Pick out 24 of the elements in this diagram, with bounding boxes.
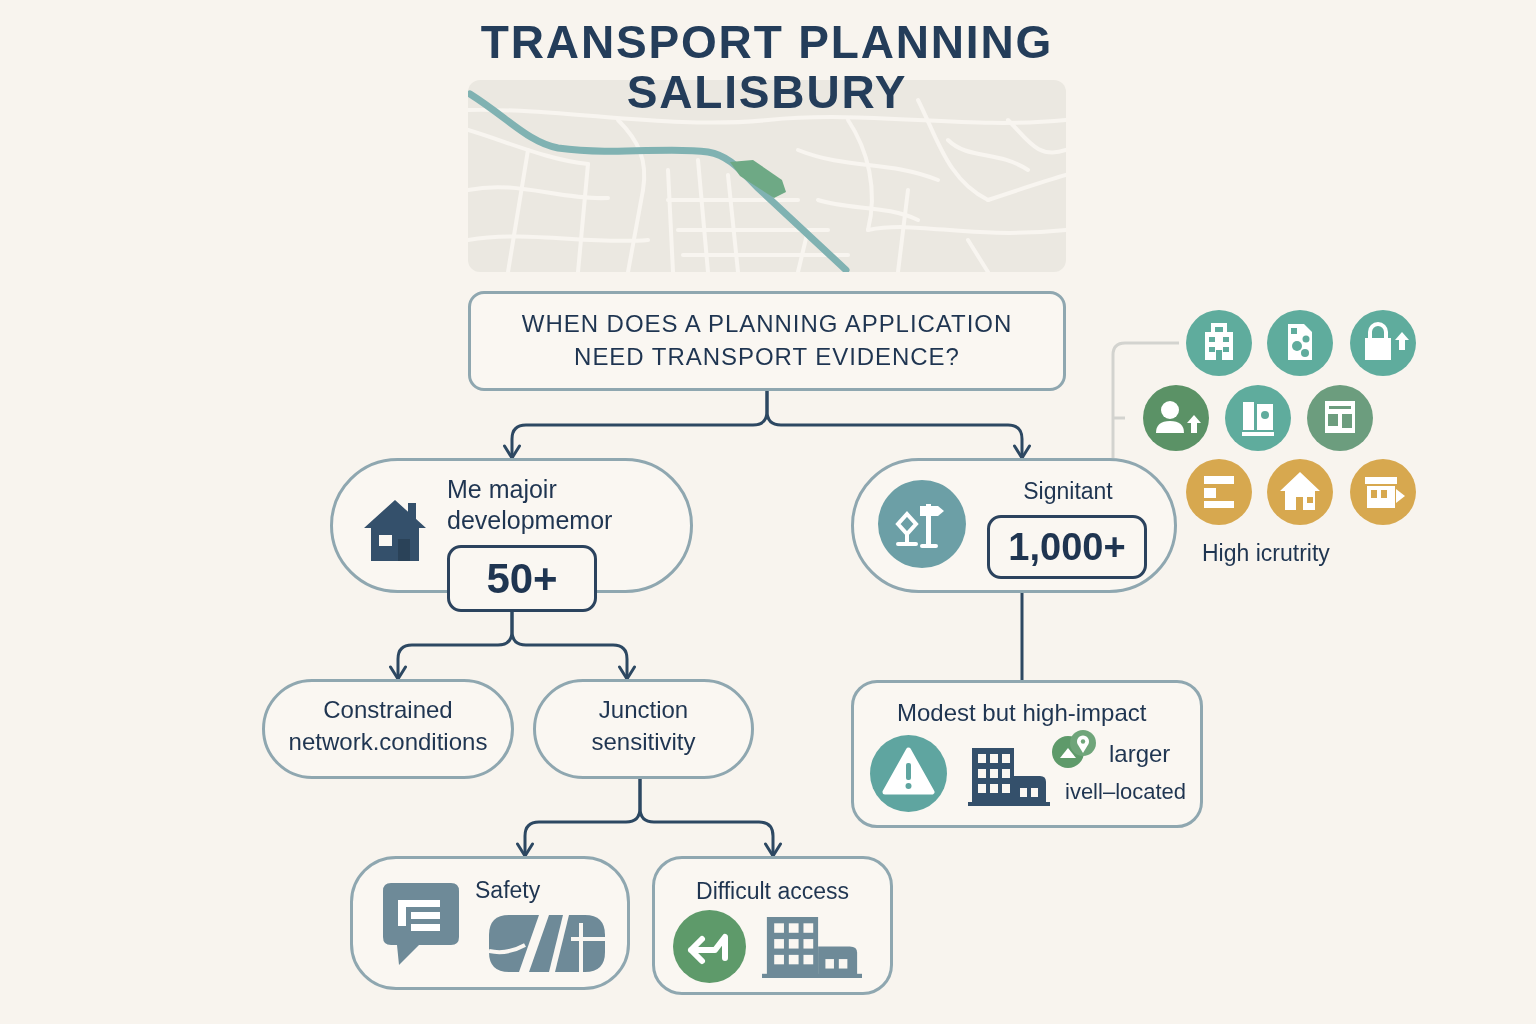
criterion-box — [350, 856, 630, 990]
category-label: Me majoir developmemor — [447, 474, 614, 536]
arrow — [638, 777, 782, 858]
note-text: larger — [1109, 739, 1171, 769]
criterion-label: Difficult access — [695, 877, 850, 906]
category-label: Signitant — [1022, 477, 1114, 505]
threshold-box — [447, 545, 597, 612]
title: TRANSPORT PLANNING SALISBURY — [479, 17, 1055, 117]
arrow — [765, 389, 1031, 460]
threshold-value: 1,000+ — [1008, 528, 1126, 566]
note-text: ivell–located — [1065, 778, 1187, 806]
connector-line — [1020, 591, 1024, 682]
criterion-box — [851, 680, 1203, 828]
criterion-box — [652, 856, 893, 995]
criterion-label: Constrained network.conditions — [287, 695, 489, 757]
criterion-label: Junction sensitivity — [590, 695, 697, 757]
question-box — [468, 291, 1066, 391]
cluster-caption: High icrutrity — [1202, 539, 1330, 567]
question-text: WHEN DOES A PLANNING APPLICATION NEED TRANSPORT EVIDENCE? — [520, 309, 1014, 372]
arrow — [510, 610, 636, 681]
criterion-label: Safety — [475, 876, 541, 905]
threshold-value: 50+ — [486, 557, 558, 600]
threshold-box — [987, 515, 1147, 579]
criterion-label: Modest but high-impact — [897, 698, 1147, 728]
